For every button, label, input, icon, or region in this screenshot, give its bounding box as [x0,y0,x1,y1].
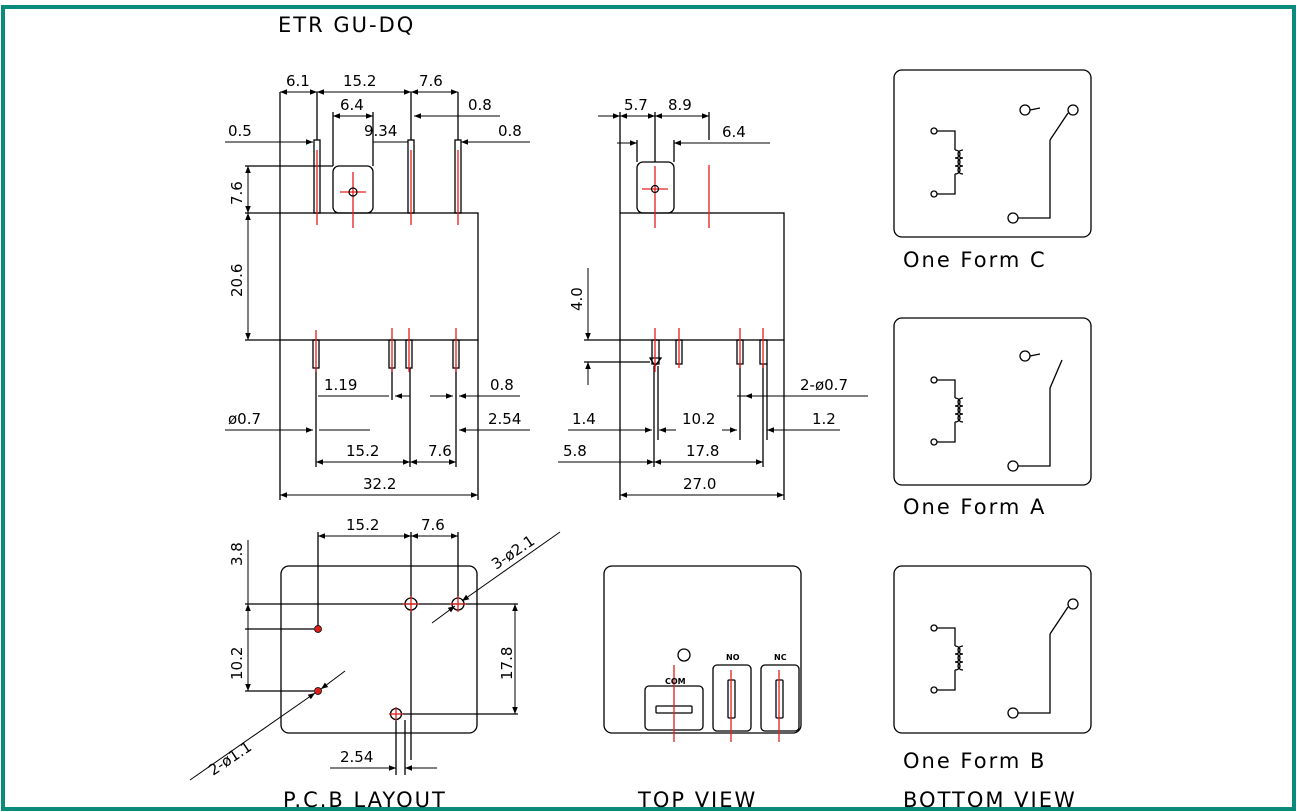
dim-text: 2-ø0.7 [800,376,848,394]
side-view-centerlines [642,165,764,372]
schematic-one-form-a [893,317,1092,486]
dim-text: 7.6 [421,516,445,534]
top-view [603,565,802,734]
dim-text: 2.54 [340,748,373,766]
dim-text: 0.8 [498,122,522,140]
dim-text: 7.6 [228,181,246,205]
terminal-label-no: NO [726,653,740,662]
dim-text: 10.2 [682,410,715,428]
form-b-label: One Form B [903,749,1046,773]
dim-text: 17.8 [686,442,719,460]
dim-text: 20.6 [228,264,246,297]
dim-text: 15.2 [346,442,379,460]
bottom-view-caption: BOTTOM VIEW [903,788,1077,812]
pcb-centerlines [389,596,466,721]
dim-text: 7.6 [419,72,443,90]
dim-text: 3.8 [228,542,246,566]
dim-text: 1.2 [812,410,836,428]
dim-text: 27.0 [683,475,716,493]
dim-text: ø0.7 [228,410,261,428]
dim-text: 4.0 [568,287,586,311]
terminal-label-com: COM [665,677,686,686]
front-view [245,92,479,500]
dim-text: 32.2 [363,475,396,493]
dim-text: 0.8 [490,376,514,394]
schematic-one-form-c [893,69,1092,238]
terminal-label-nc: NC [774,653,787,662]
dim-text: 15.2 [343,72,376,90]
dim-text: 1.19 [324,376,357,394]
dim-text: 17.8 [498,647,516,680]
dim-text: 6.4 [340,96,364,114]
dim-text: 10.2 [228,647,246,680]
form-a-label: One Form A [903,495,1046,519]
form-c-label: One Form C [903,248,1047,272]
dim-text: 0.5 [228,122,252,140]
dim-text: 6.4 [722,123,746,141]
front-view-centerlines [315,150,459,372]
dim-text: 9.34 [364,122,397,140]
pcb-layout [245,532,518,775]
dim-text: 7.6 [428,442,452,460]
dim-text: 0.8 [468,96,492,114]
dim-text: 1.4 [572,410,596,428]
dim-text: 5.7 [624,96,648,114]
dim-text: 2.54 [488,410,521,428]
schematic-one-form-b [893,565,1092,734]
dim-text: 15.2 [346,516,379,534]
dim-text: 5.8 [563,442,587,460]
top-view-centerlines [673,665,780,742]
side-view [584,112,785,500]
dim-text: 2-ø1.1 [205,738,255,780]
top-view-caption: TOP VIEW [637,788,757,812]
drawing-border [1,5,1296,811]
dim-text: 6.1 [286,72,310,90]
dim-text: 8.9 [668,96,692,114]
drawing-title: ETR GU-DQ [278,13,415,37]
pcb-layout-caption: P.C.B LAYOUT [283,788,447,812]
